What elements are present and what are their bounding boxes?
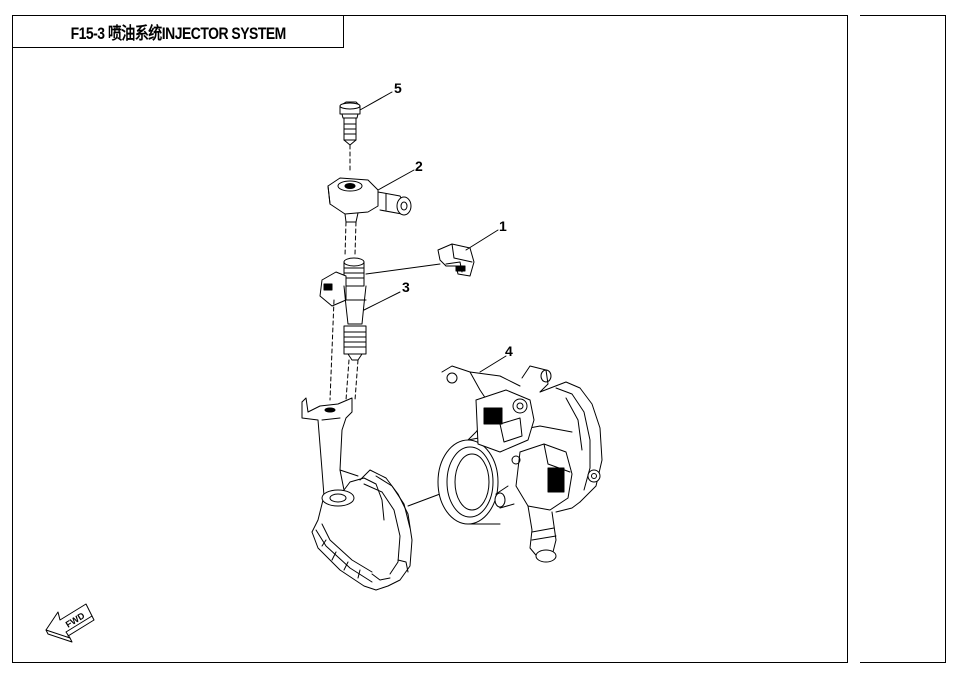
- page-title: F15-3 喷油系统INJECTOR SYSTEM: [70, 24, 286, 43]
- leader-3: [363, 291, 401, 311]
- title-box: F15-3 喷油系统INJECTOR SYSTEM: [12, 15, 344, 48]
- part-5-bolt: [339, 101, 361, 171]
- part-1-clip: [365, 243, 475, 277]
- leader-5: [359, 91, 393, 111]
- fwd-arrow-icon: [45, 603, 95, 643]
- leader-2: [377, 169, 415, 191]
- side-frame: [860, 15, 946, 663]
- part-3-injector: [319, 257, 367, 401]
- intake-manifold: [301, 397, 457, 591]
- callout-4: 4: [505, 343, 513, 359]
- drawing-frame: [12, 15, 848, 663]
- callout-1: 1: [499, 218, 507, 234]
- part-2-fuel-cap: [327, 177, 412, 257]
- part-4-throttle-body: [437, 365, 603, 563]
- leader-1: [465, 229, 499, 251]
- callout-5: 5: [394, 80, 402, 96]
- leader-4: [479, 355, 507, 373]
- callout-2: 2: [415, 158, 423, 174]
- callout-3: 3: [402, 279, 410, 295]
